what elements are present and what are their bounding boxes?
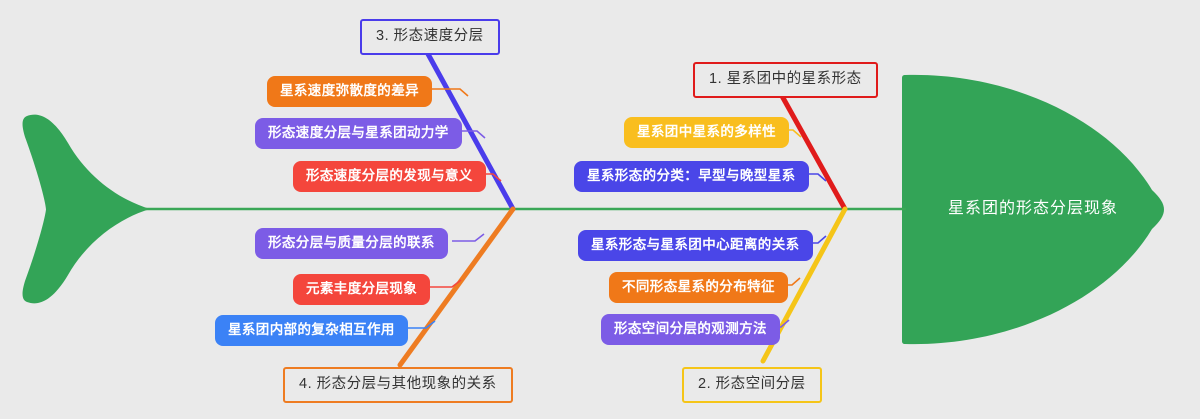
cause-pill-b4-c1[interactable]: 形态分层与质量分层的联系 <box>255 228 448 259</box>
connector-stub-b3-c1 <box>427 88 469 97</box>
category-box-2[interactable]: 2. 形态空间分层 <box>682 367 822 403</box>
cause-pill-b3-c2[interactable]: 形态速度分层与星系团动力学 <box>255 118 462 149</box>
connector-stub-b4-c1 <box>452 233 485 242</box>
cause-pill-b2-c2[interactable]: 不同形态星系的分布特征 <box>609 272 788 303</box>
cause-pill-b1-c2[interactable]: 星系形态的分类：早型与晚型星系 <box>574 161 809 192</box>
category-box-4[interactable]: 4. 形态分层与其他现象的关系 <box>283 367 513 403</box>
cause-pill-b2-c1[interactable]: 星系形态与星系团中心距离的关系 <box>578 230 813 261</box>
fish-head-label: 星系团的形态分层现象 <box>948 200 1119 217</box>
cause-pill-b2-c3[interactable]: 形态空间分层的观测方法 <box>601 314 780 345</box>
cause-pill-b4-c3[interactable]: 星系团内部的复杂相互作用 <box>215 315 408 346</box>
fish-tail-shape <box>22 114 150 304</box>
branch-line-1 <box>779 93 848 212</box>
connector-stub-b4-c2 <box>425 279 462 288</box>
cause-pill-b4-c2[interactable]: 元素丰度分层现象 <box>293 274 431 305</box>
category-box-1[interactable]: 1. 星系团中的星系形态 <box>693 62 878 98</box>
cause-pill-b1-c1[interactable]: 星系团中星系的多样性 <box>624 117 789 148</box>
cause-pill-b3-c3[interactable]: 形态速度分层的发现与意义 <box>293 161 486 192</box>
category-box-3[interactable]: 3. 形态速度分层 <box>360 19 500 55</box>
cause-pill-b3-c1[interactable]: 星系速度弥散度的差异 <box>267 76 432 107</box>
